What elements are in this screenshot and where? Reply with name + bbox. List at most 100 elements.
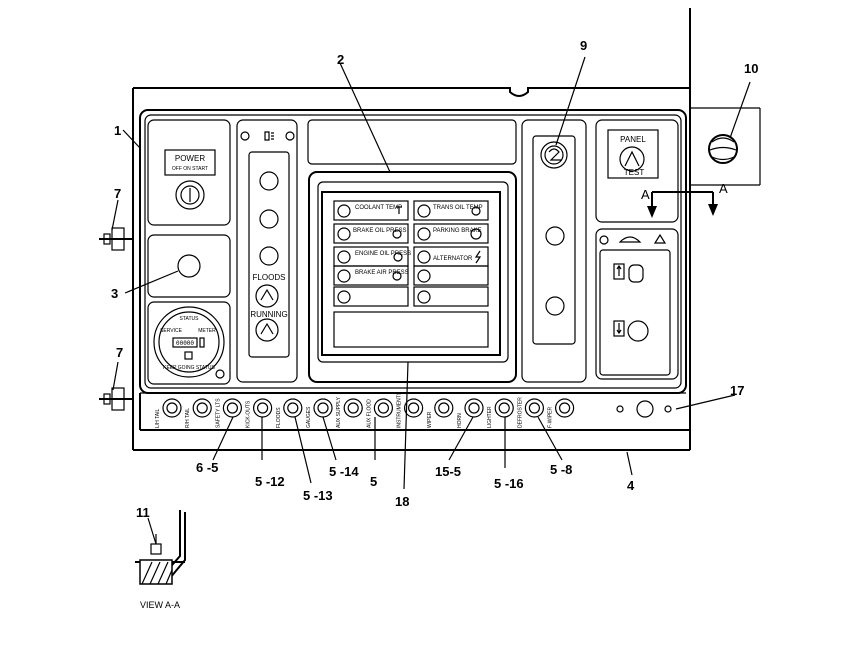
panel-test-plate — [607, 129, 659, 179]
lamp-icon — [337, 250, 351, 264]
meter-indicator — [184, 351, 193, 360]
rotary-switch[interactable] — [540, 141, 568, 169]
brake-oil-label: BRAKE OIL PRESS — [353, 228, 406, 234]
breaker-button-inner — [498, 402, 510, 414]
warning-spare-3 — [413, 286, 489, 307]
breaker-button[interactable] — [524, 398, 545, 418]
light-hole-2 — [259, 209, 279, 229]
breaker-button[interactable] — [283, 398, 303, 418]
switch-hole-1 — [545, 226, 565, 246]
running-switch[interactable] — [255, 318, 279, 342]
floods-label: FLOODS — [253, 273, 286, 282]
callout-5-8: 5 -8 — [550, 462, 572, 477]
breaker-button[interactable] — [313, 398, 333, 418]
panel-test-line2: TEST — [624, 168, 645, 177]
breaker-button[interactable] — [404, 398, 424, 418]
key-switch[interactable] — [175, 180, 205, 210]
up-arrow-icon — [616, 264, 622, 276]
meter-right-label: METER — [198, 328, 216, 334]
breaker-button[interactable] — [464, 398, 484, 418]
strip-hole — [664, 405, 672, 413]
callout-11: 11 — [136, 505, 150, 520]
breaker-label: SAFETY LTS — [215, 398, 221, 428]
switch-column — [521, 119, 587, 383]
breaker-label: WIPER — [427, 411, 433, 428]
down-indicator — [613, 320, 625, 337]
brake-air-label: BRAKE AIR PRESS — [355, 270, 409, 276]
breaker-button[interactable] — [343, 398, 363, 418]
callout-3: 3 — [111, 286, 118, 301]
lamp-icon — [337, 290, 351, 304]
light-indicator-icon — [240, 131, 250, 141]
meter-left-label: SERVICE — [160, 328, 183, 334]
hour-meter-ring — [158, 311, 220, 373]
trans-label: TRANS OIL TEMP — [433, 205, 483, 211]
breaker-label: AUX SUPPLY — [336, 396, 342, 428]
switch-hole-2 — [545, 296, 565, 316]
brake-oil-icon — [392, 229, 402, 239]
hour-meter — [153, 306, 225, 378]
breaker-button[interactable] — [434, 398, 454, 418]
breaker-button[interactable] — [494, 398, 514, 418]
breaker-button[interactable] — [373, 398, 393, 418]
alternator-label: ALTERNATOR — [433, 256, 473, 262]
screw-icon — [215, 369, 225, 379]
toggle-icon — [624, 150, 640, 167]
callout-7-upper: 7 — [114, 186, 121, 201]
warning-coolant — [333, 200, 409, 221]
counter-window — [172, 337, 198, 348]
callout-15-5: 15-5 — [435, 464, 461, 479]
parking-label: PARKING BRAKE — [433, 228, 482, 234]
breaker-button-inner — [377, 402, 389, 414]
callout-4: 4 — [627, 478, 635, 493]
callout-5: 5 — [370, 474, 377, 489]
light-hole-1 — [259, 171, 279, 191]
thermometer-icon — [396, 206, 402, 214]
section-label-left: A — [641, 187, 650, 202]
lights-plate — [248, 151, 290, 358]
turtle-icon — [618, 236, 642, 243]
callout-17: 17 — [730, 383, 744, 398]
breaker-button[interactable] — [253, 398, 273, 418]
brake-air-icon — [392, 271, 402, 281]
panel-test-line1: PANEL — [620, 135, 646, 144]
warning-spare-1 — [413, 265, 489, 286]
leader-lines — [111, 56, 751, 545]
lamp-icon — [417, 290, 431, 304]
counter-tenth — [199, 337, 205, 348]
power-sub: OFF ON START — [172, 166, 208, 172]
meter-top-label: STATUS — [180, 316, 200, 322]
breaker-button[interactable] — [554, 398, 575, 418]
lamp-icon — [417, 269, 431, 283]
engine-oil-label: ENGINE OIL PRESS — [355, 251, 411, 257]
knob-knurl — [709, 137, 737, 161]
speed-switch[interactable] — [627, 320, 649, 342]
power-label-plate — [164, 149, 216, 176]
warning-blank-window — [333, 311, 489, 348]
callout-5-12: 5 -12 — [255, 474, 285, 489]
meter-bottom-label: KEEP GOING STATUS — [163, 365, 215, 371]
oil-can-icon — [393, 252, 403, 262]
breaker-button[interactable] — [192, 398, 212, 418]
warning-bezel — [308, 171, 517, 383]
speed-switch-plate — [599, 249, 671, 376]
floods-switch[interactable] — [255, 284, 279, 308]
breaker-label: AUX FLOOD — [366, 399, 372, 428]
power-title: POWER — [175, 154, 205, 163]
breaker-button-inner — [438, 402, 450, 414]
rotary-switch-inner — [544, 145, 564, 165]
callout-2: 2 — [337, 52, 344, 67]
light-indicator-icon — [285, 131, 295, 141]
breaker-button[interactable] — [222, 398, 242, 418]
rotary-knob-icon — [548, 148, 561, 161]
breaker-label: R/H TAIL — [185, 408, 191, 428]
breaker-label: DEFROSTER — [517, 397, 523, 428]
breaker-button[interactable] — [162, 398, 182, 418]
callout-1: 1 — [114, 123, 121, 138]
lamp-icon — [337, 269, 351, 283]
panel-test-switch[interactable] — [619, 146, 645, 172]
coolant-label: COOLANT TEMP — [355, 205, 402, 211]
key-switch-inner — [180, 185, 200, 205]
breaker-label: INSTRUMENTS — [397, 391, 403, 428]
